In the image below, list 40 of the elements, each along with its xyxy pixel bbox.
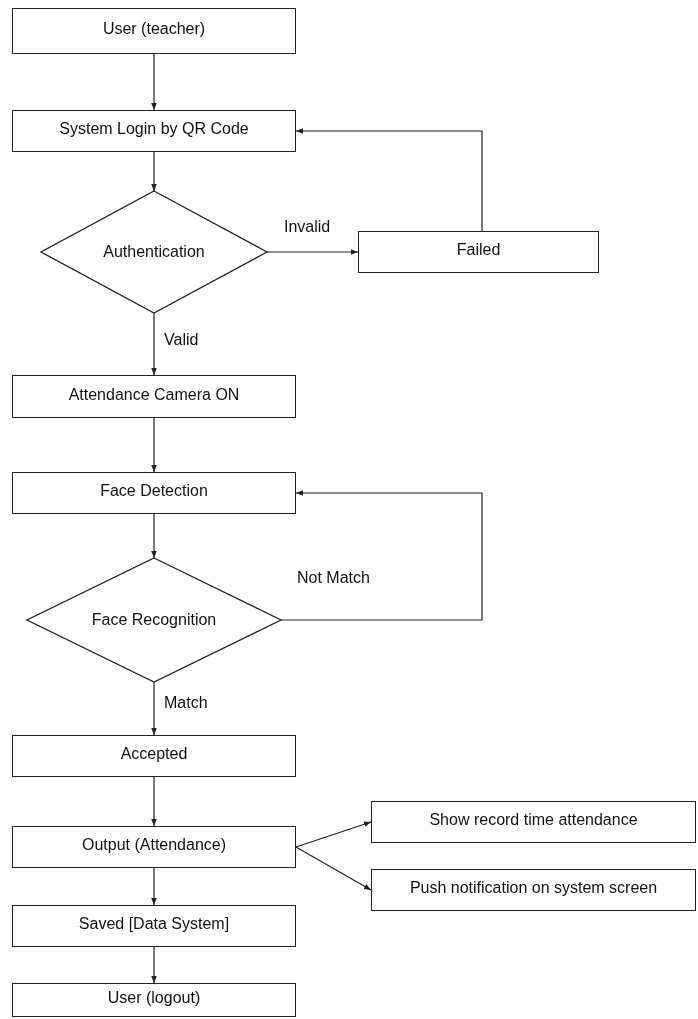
- node-label: Authentication: [103, 243, 205, 261]
- arrow: [151, 151, 157, 192]
- node-label: System Login by QR Code: [59, 120, 249, 138]
- decision-diamond: [41, 191, 267, 313]
- process-box: [371, 801, 696, 843]
- arrow: [295, 846, 372, 891]
- process-box: [12, 8, 296, 54]
- process-box: [12, 983, 296, 1017]
- process-box: [12, 826, 296, 868]
- arrow: [295, 128, 483, 232]
- node-label: Failed: [456, 241, 501, 259]
- arrow: [151, 513, 157, 559]
- decision-diamond: [27, 558, 281, 682]
- arrow: [266, 249, 359, 255]
- process-box: [12, 375, 296, 418]
- arrow: [280, 490, 483, 621]
- arrow: [151, 776, 157, 827]
- arrow: [151, 312, 157, 376]
- node-label: Show record time attendance: [429, 811, 638, 829]
- node-label: User (teacher): [102, 20, 206, 38]
- arrow: [151, 681, 157, 736]
- node-label: Attendance Camera ON: [68, 385, 240, 404]
- process-box: [358, 231, 599, 273]
- arrow: [151, 946, 157, 984]
- process-box: [12, 472, 296, 514]
- node-label: Saved [Data System]: [78, 915, 230, 933]
- arrow: [151, 417, 157, 473]
- node-label: Push notification on system screen: [409, 879, 658, 897]
- arrow: [151, 53, 157, 111]
- process-box: [12, 905, 296, 947]
- process-box: [371, 869, 696, 911]
- arrow: [151, 867, 157, 906]
- node-label: Output (Attendance): [81, 836, 227, 854]
- node-label: Face Detection: [100, 482, 208, 500]
- arrow: [295, 821, 372, 848]
- process-box: [12, 735, 296, 777]
- node-label: Face Recognition: [91, 611, 217, 629]
- node-label: Accepted: [120, 745, 188, 763]
- process-box: [12, 110, 296, 152]
- node-label: User (logout): [107, 989, 201, 1007]
